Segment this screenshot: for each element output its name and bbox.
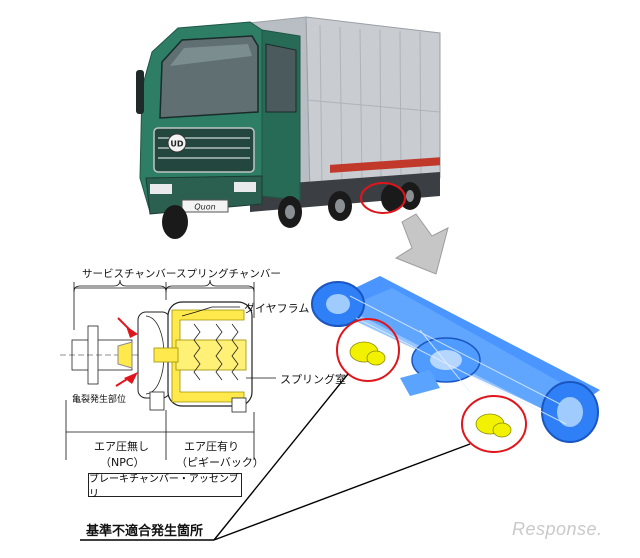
truck-image: UD Quon — [136, 16, 441, 239]
response-watermark: Response. — [512, 519, 603, 539]
spring-room-label: スプリング室 — [280, 373, 346, 386]
side-window — [265, 43, 297, 113]
npc-label: （NPC） — [100, 456, 145, 469]
bumper — [145, 175, 263, 215]
brake-chamber-diagram — [60, 279, 276, 460]
side-mirror — [136, 70, 144, 114]
assembly-label: ブレーキチャンバー・アッセンブリ — [88, 473, 242, 500]
with-air-pressure-label: エア圧有り — [184, 440, 239, 453]
front-wheel-left — [162, 205, 188, 239]
grille — [153, 127, 255, 173]
diaphragm-label: ダイヤフラム — [244, 302, 310, 315]
headlight-left — [150, 184, 172, 194]
badge-plate — [181, 199, 229, 213]
truck-location-circle — [360, 182, 406, 214]
rear-wheel-1 — [381, 184, 403, 212]
pointer-arrow — [394, 213, 449, 275]
nonconformity-location-callout: 基準不適合発生箇所 — [86, 524, 204, 539]
quon-badge: Quon — [194, 203, 215, 212]
callout-leader-lines — [80, 373, 471, 541]
headlight-right — [234, 182, 256, 192]
ud-logo — [167, 133, 187, 153]
axle-location-circle-left — [336, 318, 400, 382]
svg-text:UD: UD — [170, 140, 183, 149]
service-chamber-label: サービスチャンバー — [82, 268, 177, 280]
spring-chamber-label: スプリングチャンバー — [176, 268, 281, 280]
rear-axle-image — [311, 276, 600, 443]
crack-location-label: 亀裂発生部位 — [72, 395, 127, 405]
piggyback-label: （ピギーバック） — [176, 456, 264, 469]
no-air-pressure-label: エア圧無し — [94, 440, 149, 453]
chassis-red-frame — [330, 157, 440, 173]
axle-location-circle-right — [461, 395, 527, 453]
